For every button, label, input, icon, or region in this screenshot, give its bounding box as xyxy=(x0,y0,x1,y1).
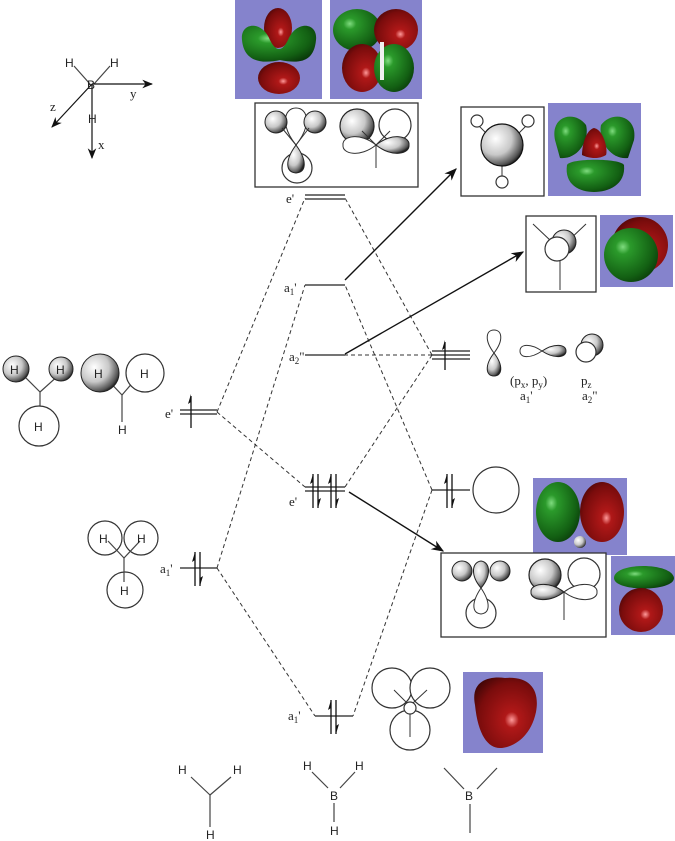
e-prime-bonding-surfaces xyxy=(440,478,675,638)
correlation-line xyxy=(216,411,306,488)
atom-h: H xyxy=(56,363,65,377)
a2-double-prime-surfaces xyxy=(525,215,673,293)
electron-pair xyxy=(192,552,203,586)
symmetry-label: a1' xyxy=(288,708,301,725)
atom-h: H xyxy=(137,532,146,546)
mo-level-a2-double-prime: a2" xyxy=(289,349,345,366)
arrow-to-a1-prime-antibonding xyxy=(344,168,457,281)
lcao-sketch-e-prime-1 xyxy=(264,107,327,184)
h3-level-a1-prime: a1' xyxy=(160,552,217,586)
atom-h: H xyxy=(118,423,127,437)
bond-line xyxy=(73,65,91,85)
pointer-arrows xyxy=(344,168,525,552)
axis-frame: H H B H y z x xyxy=(50,56,154,160)
atom-b: B xyxy=(330,789,338,803)
s-orbital-icon xyxy=(472,466,520,514)
bottom-bh3-structure: H H B H xyxy=(303,759,364,838)
symmetry-label: e' xyxy=(286,191,294,206)
a1-prime-bonding-surfaces xyxy=(371,667,543,753)
boron-2s-level xyxy=(432,466,520,514)
symmetry-label: a2" xyxy=(289,349,305,366)
bond-line xyxy=(93,65,111,85)
left-fragment-levels: e' a1' xyxy=(160,394,217,586)
atom-h: H xyxy=(110,56,119,70)
axis-label-x: x xyxy=(98,137,105,152)
correlation-line xyxy=(344,284,433,491)
correlation-line xyxy=(352,489,433,717)
correlation-line xyxy=(344,197,433,356)
atom-h: H xyxy=(355,759,364,773)
h3-a1-prime-sketch: H H H xyxy=(87,520,159,609)
atom-b: B xyxy=(87,78,95,92)
lcao-sketch-e-prime-2 xyxy=(339,108,412,168)
a1-prime-antibonding-surfaces xyxy=(460,103,641,197)
mo-level-a1-prime-antibonding: a1' xyxy=(284,280,345,297)
correlation-line xyxy=(216,284,306,569)
arrow-to-e-prime-bonding xyxy=(348,491,445,552)
h3-e-prime-sketches: H H H H H H xyxy=(2,353,165,447)
atom-h: H xyxy=(303,759,312,773)
symmetry-label: e' xyxy=(165,406,173,421)
pxpy-label: (px, py) xyxy=(510,373,547,390)
z-axis-arrow xyxy=(51,83,93,128)
atom-b: B xyxy=(465,789,473,803)
boron-2p-level xyxy=(432,340,470,370)
atom-h: H xyxy=(140,367,149,381)
atom-h: H xyxy=(178,763,187,777)
lcao-sketch-bonding-e-prime-2 xyxy=(528,557,601,620)
bottom-b-structure: B xyxy=(443,767,498,833)
bottom-h3-structure: H H H xyxy=(178,763,242,841)
axis-label-z: z xyxy=(50,99,56,114)
h3-level-e-prime: e' xyxy=(165,394,217,428)
atom-h: H xyxy=(330,824,339,838)
atom-h: H xyxy=(10,363,19,377)
mo-level-e-prime-antibonding: e' xyxy=(286,191,345,206)
symmetry-label: a1' xyxy=(160,561,173,578)
pxpy-symmetry-label: a1' xyxy=(520,388,533,405)
lcao-sketch-bonding-e-prime-1 xyxy=(451,560,511,629)
correlation-lines xyxy=(216,197,433,717)
mo-level-e-prime-bonding: e' xyxy=(289,474,345,509)
center-mo-levels: e' a1' a2" e' xyxy=(284,191,353,734)
boron-p-orbital-sketches: (px, py) a1' pz a2" xyxy=(486,329,604,405)
arrow-to-a2-double-prime xyxy=(344,251,525,355)
right-fragment-levels xyxy=(432,340,520,514)
atom-h: H xyxy=(120,584,129,598)
atom-h: H xyxy=(233,763,242,777)
atom-h: H xyxy=(65,56,74,70)
atom-h: H xyxy=(34,420,43,434)
correlation-line xyxy=(216,567,316,717)
symmetry-label: e' xyxy=(289,494,297,509)
axis-label-y: y xyxy=(130,86,137,101)
atom-h: H xyxy=(88,112,97,126)
electron-pair xyxy=(310,474,321,508)
correlation-line xyxy=(216,197,306,413)
electron-pair xyxy=(328,474,339,508)
electron-pair xyxy=(444,474,455,508)
symmetry-label: a1' xyxy=(284,280,297,297)
pz-label: pz xyxy=(581,373,592,390)
atom-h: H xyxy=(94,367,103,381)
e-prime-antibonding-surfaces xyxy=(235,0,422,188)
correlation-line xyxy=(344,354,433,488)
pz-symmetry-label: a2" xyxy=(582,388,598,405)
atom-h: H xyxy=(99,532,108,546)
electron-pair xyxy=(328,700,339,734)
atom-h: H xyxy=(206,828,215,841)
mo-level-a1-prime-bonding: a1' xyxy=(288,700,353,734)
